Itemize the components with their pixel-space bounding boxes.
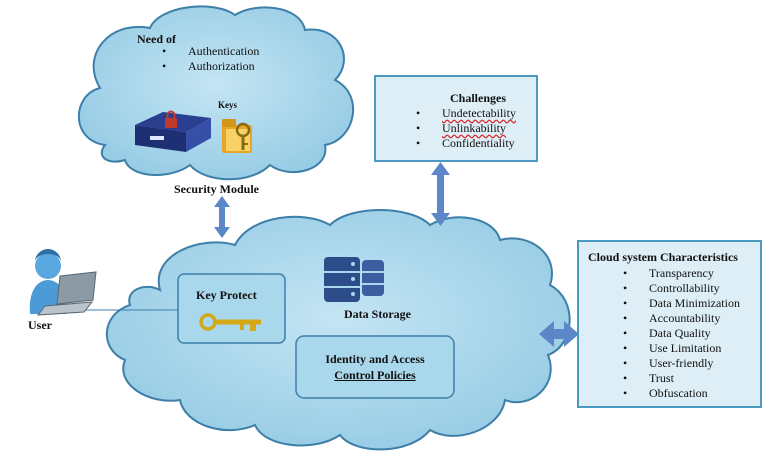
security-cloud (77, 5, 354, 181)
characteristics-item: Use Limitation (619, 341, 740, 356)
identity-access-line2: Control Policies (334, 368, 416, 382)
challenges-list: Undetectability Unlinkability Confidenti… (412, 106, 516, 151)
characteristics-box: Cloud system Characteristics Transparenc… (577, 240, 762, 408)
main-cloud (105, 209, 571, 451)
database-icon (324, 257, 384, 302)
keys-label: Keys (218, 100, 237, 110)
characteristics-item: Data Minimization (619, 296, 740, 311)
key-icon (199, 313, 261, 331)
laptop-icon (36, 271, 97, 316)
security-link-arrow (214, 196, 230, 238)
characteristics-item: Trust (619, 371, 740, 386)
need-of-item: Authorization (158, 59, 259, 74)
identity-access-box (295, 335, 455, 399)
challenges-item: Confidentiality (412, 136, 516, 151)
key-protect-box (177, 273, 286, 344)
characteristics-link-arrow (539, 321, 579, 347)
keys-folder-icon (222, 119, 252, 153)
challenges-item: Unlinkability (412, 121, 516, 136)
characteristics-title: Cloud system Characteristics (588, 250, 738, 264)
security-device-icon (135, 110, 211, 152)
challenges-item: Undetectability (412, 106, 516, 121)
characteristics-item: Data Quality (619, 326, 740, 341)
characteristics-item: Obfuscation (619, 386, 740, 401)
characteristics-item: Controllability (619, 281, 740, 296)
challenges-box: Challenges Undetectability Unlinkability… (374, 75, 538, 162)
data-storage-label: Data Storage (344, 307, 411, 321)
identity-access-line1: Identity and Access (325, 352, 425, 366)
characteristics-item: Transparency (619, 266, 740, 281)
characteristics-item: User-friendly (619, 356, 740, 371)
challenges-title: Challenges (450, 91, 507, 105)
need-of-heading: Need of (137, 32, 176, 46)
key-protect-label: Key Protect (196, 288, 257, 302)
characteristics-list: Transparency Controllability Data Minimi… (619, 266, 740, 401)
security-module-label: Security Module (174, 182, 259, 196)
user-label: User (28, 318, 52, 332)
challenges-link-arrow (431, 162, 450, 226)
characteristics-item: Accountability (619, 311, 740, 326)
need-of-item: Authentication (158, 44, 259, 59)
need-of-list: Authentication Authorization (158, 44, 259, 74)
